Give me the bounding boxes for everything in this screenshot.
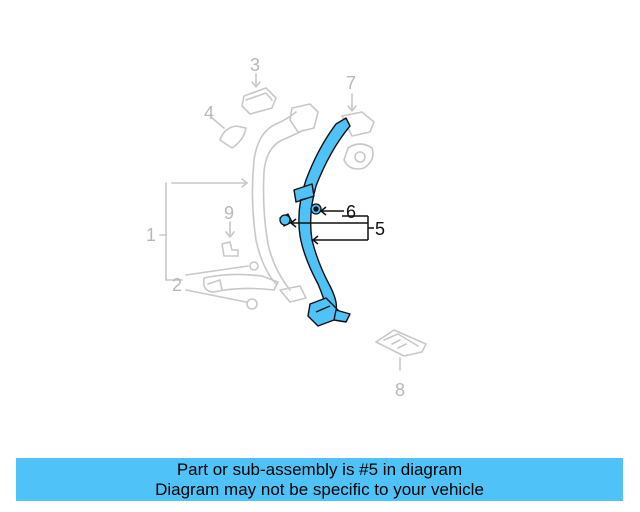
callout-5: 5: [375, 219, 385, 239]
callout-4: 4: [204, 103, 214, 123]
callout-1: 1: [146, 225, 156, 245]
callout-3: 3: [250, 55, 260, 75]
part-5-seat-belt-highlight: [293, 117, 351, 327]
callout-9: 9: [224, 203, 234, 223]
banner-line-2: Diagram may not be specific to your vehi…: [155, 480, 484, 499]
banner-line-1: Part or sub-assembly is #5 in diagram: [176, 460, 463, 479]
part-9-bracket: [221, 221, 239, 257]
part-4-trim-cap: [211, 117, 247, 149]
part-7-retractor-ghost: [341, 93, 375, 170]
parts-diagram: 1 2 3 4 5 6 7 8 9: [146, 55, 427, 400]
callout-7: 7: [346, 73, 356, 93]
callout-6: 6: [346, 202, 356, 222]
info-banner: Part or sub-assembly is #5 in diagram Di…: [16, 458, 623, 501]
part-1-outer-belt-ghost: [159, 103, 319, 303]
callout-8: 8: [395, 380, 405, 400]
part-8-lower-trim: [375, 329, 427, 371]
part-3-anchor-cover: [241, 73, 277, 115]
part-2-lower-anchor: [185, 261, 279, 310]
active-leader-lines: [289, 206, 374, 245]
callout-2: 2: [172, 275, 182, 295]
part-6-bolt: [279, 203, 322, 227]
